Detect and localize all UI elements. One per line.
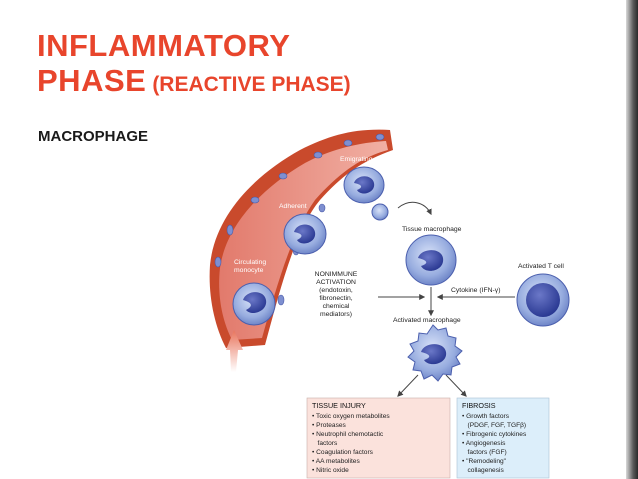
fibrosis-box: FIBROSIS • Growth factors (PDGF, FGF, TG… (456, 397, 550, 479)
tissue-injury-item: • Neutrophil chemotactic (312, 431, 384, 438)
nonimmune-line: (endotoxin, (319, 287, 353, 294)
fibrosis-item: • "Remodeling" (462, 458, 507, 465)
tissue-injury-item: • Nitric oxide (312, 467, 349, 474)
fibrosis-item: factors (FGF) (462, 449, 507, 456)
fibrosis-item: collagenesis (462, 467, 504, 474)
label-circulating-1: Circulating (234, 259, 266, 266)
fibrosis-item: • Growth factors (462, 413, 510, 420)
activated-macrophage-cell (407, 324, 463, 382)
title-line-1: INFLAMMATORY (37, 28, 291, 63)
tissue-macrophage-cell (405, 234, 457, 286)
label-tissue-macrophage: Tissue macrophage (402, 226, 462, 233)
tissue-injury-item: • Coagulation factors (312, 449, 374, 456)
tissue-injury-item: • Toxic oxygen metabolites (312, 413, 390, 420)
blood-flow-arrow (226, 330, 243, 372)
arrow-to-tissue-injury (397, 374, 419, 397)
tissue-injury-item: factors (312, 440, 338, 447)
fibrosis-item: (PDGF, FGF, TGFβ) (462, 422, 526, 429)
circulating-monocyte-cell (232, 282, 276, 326)
activated-t-cell (516, 273, 570, 327)
slide-right-edge (626, 0, 638, 479)
slide-subtitle: MACROPHAGE (38, 128, 149, 145)
fibrosis-item: • Fibrogenic cytokines (462, 431, 527, 438)
label-adherent: Adherent (279, 203, 307, 210)
label-cytokine: Cytokine (IFN-γ) (451, 287, 500, 294)
label-emigrating: Emigrating (340, 156, 373, 163)
title-line-2-suffix: (REACTIVE PHASE) (152, 73, 351, 96)
label-circulating-2: monocyte (234, 267, 264, 274)
title-line-2: PHASE(REACTIVE PHASE) (37, 63, 351, 102)
fibrosis-item: • Angiogenesis (462, 440, 506, 447)
label-activated-t-cell: Activated T cell (518, 263, 564, 270)
nonimmune-line: fibronectin, (319, 295, 352, 302)
nonimmune-line: mediators) (320, 311, 352, 318)
nonimmune-line: NONIMMUNE (315, 271, 358, 278)
nonimmune-activation-label: NONIMMUNE ACTIVATION (endotoxin, fibrone… (315, 271, 358, 318)
arrow-to-fibrosis (445, 374, 467, 397)
emigrating-monocyte-cell (343, 166, 389, 221)
tissue-injury-item: • AA metabolites (312, 458, 360, 465)
label-activated-macrophage: Activated macrophage (393, 317, 461, 324)
tissue-injury-box: TISSUE INJURY • Toxic oxygen metabolites… (306, 397, 451, 479)
fibrosis-title: FIBROSIS (462, 401, 496, 410)
nonimmune-line: chemical (323, 303, 350, 310)
nonimmune-line: ACTIVATION (316, 279, 356, 286)
title-line-2-main: PHASE (37, 63, 147, 98)
adherent-monocyte-cell (283, 213, 327, 255)
tissue-injury-item: • Proteases (312, 422, 347, 429)
slide-title: INFLAMMATORY PHASE(REACTIVE PHASE) (37, 28, 351, 102)
tissue-injury-title: TISSUE INJURY (312, 401, 366, 410)
emigration-arrow (397, 201, 432, 216)
